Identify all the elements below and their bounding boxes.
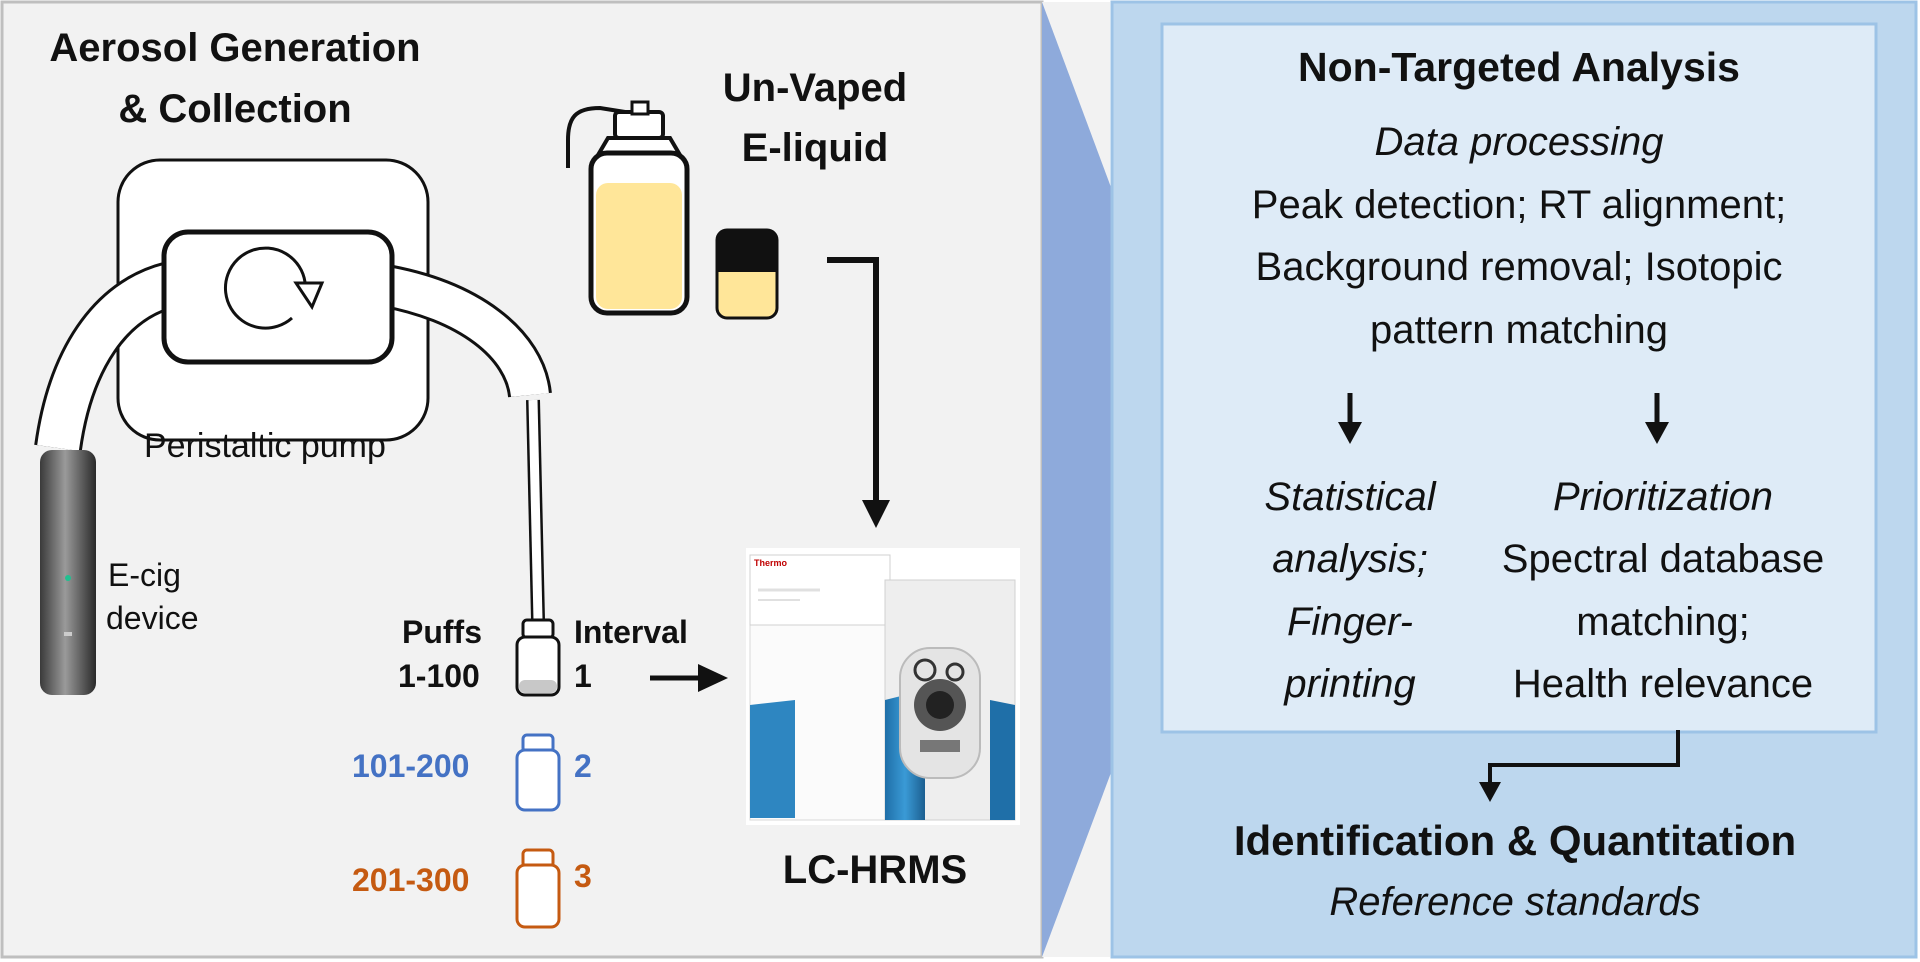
prioritization-heading: Prioritization [1552,475,1774,519]
pump-label: Peristaltic pump [144,427,386,465]
statistical-line-1: Statistical [1264,475,1436,519]
funnel-shape [1042,2,1112,957]
rotate-icon [223,246,307,330]
nta-inner-box [1160,22,1878,734]
processing-line-2: Background removal; Isotopic [1255,245,1783,289]
vial-2-puffs: 101-200 [352,748,470,784]
arrow-eliquid-to-lchrms [827,257,879,500]
eliquid-label-line1: Un-Vaped [722,66,908,110]
reference-standards: Reference standards [1329,880,1701,924]
vial-3-icon [515,848,561,929]
interval-header: Interval [574,614,688,650]
ecig-device-icon [40,450,96,695]
pump-head [161,229,395,365]
instrument-brand: Thermo [754,558,788,568]
vial-2-icon [515,733,561,812]
vial-1-icon [515,618,561,697]
vial-1-interval: 1 [574,658,592,694]
statistical-line-4: printing [1284,662,1416,706]
eliquid-label-line2: E-liquid [741,126,889,170]
vial-2-interval: 2 [574,748,592,784]
processing-line-1: Peak detection; RT alignment; [1251,183,1787,227]
identification-title: Identification & Quantitation [1233,817,1797,864]
vial-3-interval: 3 [574,858,592,894]
aerosol-title-line2: & Collection [118,87,352,131]
lchrms-instrument-icon [746,548,1020,825]
statistical-line-3: Finger- [1287,600,1413,644]
prioritization-line-3: Health relevance [1512,662,1814,706]
puffs-header: Puffs [402,614,482,650]
statistical-line-2: analysis; [1272,537,1428,581]
arrow-to-identification [1488,730,1680,786]
processing-line-3: pattern matching [1370,308,1668,352]
eliquid-bottle-icon [566,100,690,316]
eliquid-vial-icon [715,228,779,320]
data-processing-heading: Data processing [1374,120,1664,164]
vial-1-puffs: 1-100 [398,658,480,694]
nta-title: Non-Targeted Analysis [1298,44,1740,90]
device-label-line1: E-cig [108,557,181,593]
prioritization-line-2: matching; [1576,600,1750,644]
vial-3-puffs: 201-300 [352,862,470,898]
lchrms-label: LC-HRMS [782,848,968,892]
aerosol-title-line1: Aerosol Generation [49,26,421,70]
prioritization-line-1: Spectral database [1501,537,1825,581]
device-label-line2: device [106,600,199,636]
